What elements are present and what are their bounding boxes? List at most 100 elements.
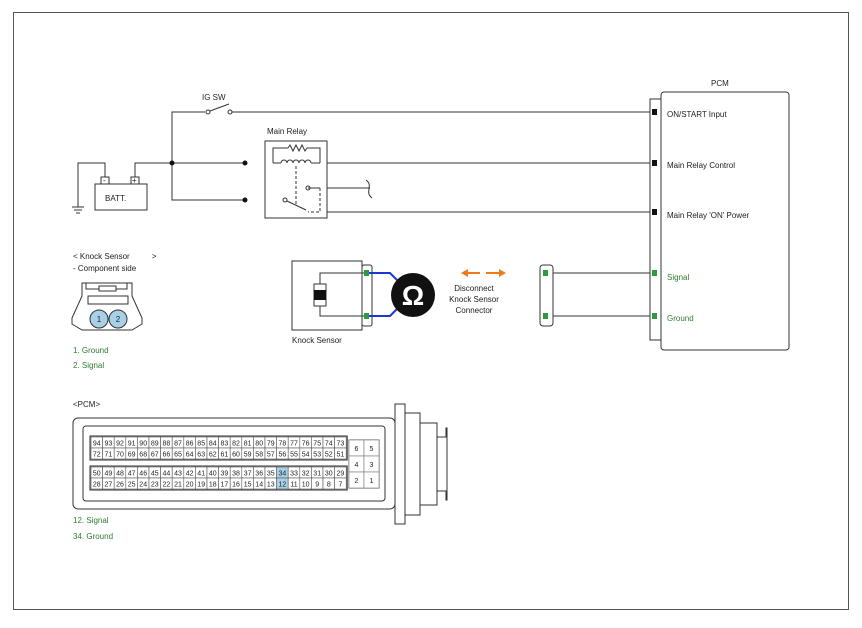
pcm-pin-ground: Ground	[667, 314, 694, 323]
pcm-pin-number: 55	[290, 452, 298, 459]
pcm-pin-number: 82	[232, 441, 240, 448]
pcm-pin-number: 50	[93, 471, 101, 478]
knock-pin-1: 1	[97, 315, 102, 324]
pcm-pin-number: 79	[267, 441, 275, 448]
pcm-legend-2: 34. Ground	[73, 532, 113, 541]
ig-switch: IG SW	[202, 93, 233, 115]
pcm-pin-number: 35	[267, 471, 275, 478]
pcm-small-pin-number: 6	[355, 446, 359, 453]
pcm-pin-number: 12	[279, 482, 287, 489]
pcm-pin-number: 26	[116, 482, 124, 489]
pcm-pin-number: 77	[290, 441, 298, 448]
ig-sw-label: IG SW	[202, 93, 226, 102]
pcm-pin-number: 43	[174, 471, 182, 478]
pcm-pin-number: 93	[105, 441, 113, 448]
pcm-pin-number: 87	[174, 441, 182, 448]
pcm-pin-number: 51	[337, 452, 345, 459]
disconnect-instruction: Disconnect Knock Sensor Connector	[449, 284, 499, 315]
pcm-pin-number: 47	[128, 471, 136, 478]
pcm-small-pin-number: 3	[370, 462, 374, 469]
battery-plus: +	[132, 176, 137, 185]
pcm-pin-number: 25	[128, 482, 136, 489]
pcm-pin-number: 44	[163, 471, 171, 478]
pcm-small-pin-cell	[363, 471, 380, 489]
pcm-pin-number: 31	[313, 471, 321, 478]
pcm-pin-number: 13	[267, 482, 275, 489]
pcm-pin-cell	[334, 447, 347, 460]
pcm-pin-group	[89, 465, 348, 491]
pcm-pin-number: 53	[313, 452, 321, 459]
pcm-pin-number: 84	[209, 441, 217, 448]
svg-text:Connector: Connector	[456, 306, 493, 315]
pcm-pin-number: 92	[116, 441, 124, 448]
pcm-pin-number: 68	[139, 452, 147, 459]
pcm-pin-number: 67	[151, 452, 159, 459]
pcm-pin-number: 10	[302, 482, 310, 489]
pcm-pin-number: 85	[197, 441, 205, 448]
pcm-pin-number: 19	[197, 482, 205, 489]
pcm-pin-number: 75	[313, 441, 321, 448]
pcm-pin-number: 49	[105, 471, 113, 478]
pcm-pin-number: 30	[325, 471, 333, 478]
diagram-frame	[13, 12, 849, 610]
pcm-small-pin-number: 1	[370, 478, 374, 485]
pcm-pin-number: 56	[279, 452, 287, 459]
pcm-pin-number: 52	[325, 452, 333, 459]
pcm-pin-number: 72	[93, 452, 101, 459]
pcm-pin-number: 7	[338, 482, 342, 489]
pcm-pin-number: 78	[279, 441, 287, 448]
pcm-pin-number: 70	[116, 452, 124, 459]
pcm-pin-number: 15	[244, 482, 252, 489]
pcm-pin-number: 66	[163, 452, 171, 459]
knock-connector-view: < Knock Sensor > - Component side 1 2 1.…	[71, 252, 157, 370]
svg-text:Knock Sensor: Knock Sensor	[449, 295, 499, 304]
knock-sensor-label: Knock Sensor	[292, 336, 342, 345]
pcm-pin-cell	[334, 477, 347, 490]
pcm-pin-on-start-input: ON/START Input	[667, 110, 727, 119]
pcm-pin-number: 41	[197, 471, 205, 478]
pcm-pin-number: 89	[151, 441, 159, 448]
pcm-pin-number: 83	[221, 441, 229, 448]
pcm-pin-number: 94	[93, 441, 101, 448]
pcm-pin-main-relay-control: Main Relay Control	[667, 161, 735, 170]
pcm-pin-number: 20	[186, 482, 194, 489]
pcm-pin-number: 59	[244, 452, 252, 459]
pcm-pin-number: 73	[337, 441, 345, 448]
pcm-pin-number: 37	[244, 471, 252, 478]
pcm-small-pin-number: 5	[370, 446, 374, 453]
pcm-pin-number: 80	[255, 441, 263, 448]
knock-connector-subtitle: - Component side	[73, 264, 137, 273]
pcm-pin-signal: Signal	[667, 273, 689, 282]
pcm-pin-number: 74	[325, 441, 333, 448]
pcm-pin-number: 29	[337, 471, 345, 478]
pcm-connector-title: <PCM>	[73, 400, 100, 409]
wires	[77, 111, 652, 317]
wire-break-symbol	[365, 179, 373, 199]
pcm-module: PCM ON/START Input Main Relay Control Ma…	[649, 79, 790, 351]
pcm-small-pin-block: 6 5 4 3 2 1	[348, 439, 380, 489]
pcm-pin-number: 48	[116, 471, 124, 478]
double-arrow-icon	[461, 269, 506, 277]
pcm-small-pin-number: 2	[355, 478, 359, 485]
pcm-pin-number: 88	[163, 441, 171, 448]
pcm-pin-number: 60	[232, 452, 240, 459]
main-relay: Main Relay	[264, 127, 328, 219]
pcm-pin-group	[89, 435, 348, 461]
pcm-pin-number: 76	[302, 441, 310, 448]
pcm-pin-number: 14	[255, 482, 263, 489]
pcm-pin-number: 32	[302, 471, 310, 478]
pcm-pin-number: 65	[174, 452, 182, 459]
pcm-small-pin-number: 4	[355, 462, 359, 469]
pcm-pin-number: 40	[209, 471, 217, 478]
pcm-pin-number: 69	[128, 452, 136, 459]
pcm-pin-number: 45	[151, 471, 159, 478]
pcm-pin-number: 23	[151, 482, 159, 489]
omega-icon: Ω	[402, 280, 424, 311]
pcm-pin-number: 38	[232, 471, 240, 478]
pcm-pin-number: 63	[197, 452, 205, 459]
pcm-pin-number: 17	[221, 482, 229, 489]
pcm-pin-number: 42	[186, 471, 194, 478]
